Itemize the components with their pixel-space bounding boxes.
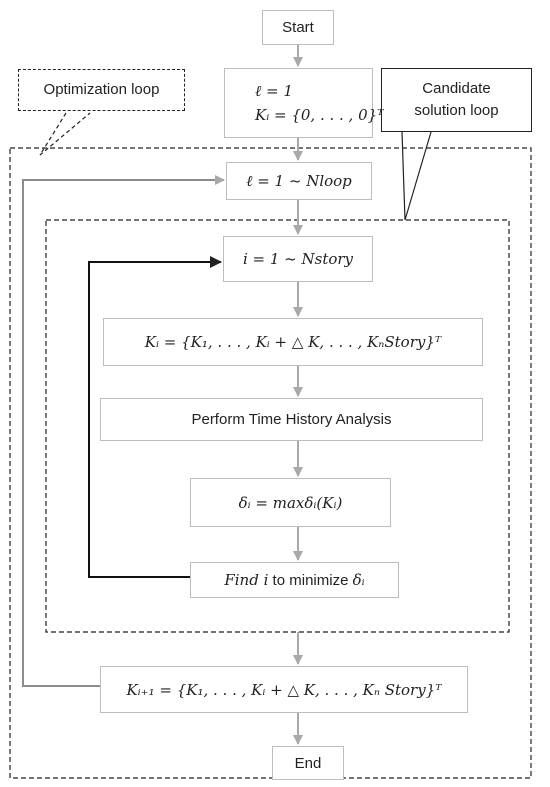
- start-label: Start: [282, 19, 314, 36]
- time-history-analysis-label: Perform Time History Analysis: [191, 411, 392, 428]
- init-ell-equation: ℓ = 1: [255, 82, 293, 100]
- candidate-loop-text-line2: solution loop: [414, 102, 499, 119]
- find-minimum-node: Find i to minimize δᵢ: [190, 562, 399, 598]
- start-node: Start: [262, 10, 334, 45]
- optimization-loop-frame: [9, 147, 532, 779]
- inner-loop-label: i = 1 ~ Nstory: [242, 250, 354, 268]
- max-drift-equation: δᵢ = maxδᵢ(Kᵢ): [238, 493, 343, 512]
- candidate-solution-loop-frame: [45, 219, 510, 633]
- outer-loop-node: ℓ = 1 ~ Nloop: [226, 162, 372, 200]
- candidate-solution-loop-label: Candidate solution loop: [381, 68, 532, 132]
- max-drift-node: δᵢ = maxδᵢ(Kᵢ): [190, 478, 391, 527]
- find-i-text: Find i: [224, 571, 269, 589]
- outer-loop-label: ℓ = 1 ~ Nloop: [246, 171, 352, 190]
- initialization-node: ℓ = 1 Kᵢ = {0, . . . , 0}ᵀ: [224, 68, 383, 138]
- candidate-loop-text-line1: Candidate: [422, 80, 491, 97]
- inner-feedback-arrow: [88, 256, 222, 578]
- end-label: End: [294, 754, 322, 772]
- time-history-analysis-node: Perform Time History Analysis: [100, 398, 483, 441]
- to-minimize-text: to minimize: [268, 571, 353, 589]
- update-stiffness-equation: Kᵢ = {K₁, . . . , Kᵢ + △ K, . . . , KₙSt…: [144, 333, 442, 351]
- optimization-loop-pointer: [39, 112, 91, 156]
- candidate-loop-pointer: [401, 131, 432, 221]
- update-stiffness-node: Kᵢ = {K₁, . . . , Kᵢ + △ K, . . . , KₙSt…: [103, 318, 483, 366]
- delta-i-text: δᵢ: [352, 571, 365, 589]
- outer-feedback-arrow: [22, 175, 225, 687]
- init-k-vector: Kᵢ = {0, . . . , 0}ᵀ: [255, 106, 384, 124]
- optimization-loop-text: Optimization loop: [43, 81, 160, 98]
- next-stiffness-equation: Kᵢ₊₁ = {K₁, . . . , Kᵢ + △ K, . . . , Kₙ…: [126, 680, 442, 699]
- next-stiffness-node: Kᵢ₊₁ = {K₁, . . . , Kᵢ + △ K, . . . , Kₙ…: [100, 666, 468, 713]
- optimization-loop-label: Optimization loop: [18, 69, 185, 111]
- end-node: End: [272, 746, 344, 780]
- inner-loop-node: i = 1 ~ Nstory: [223, 236, 373, 282]
